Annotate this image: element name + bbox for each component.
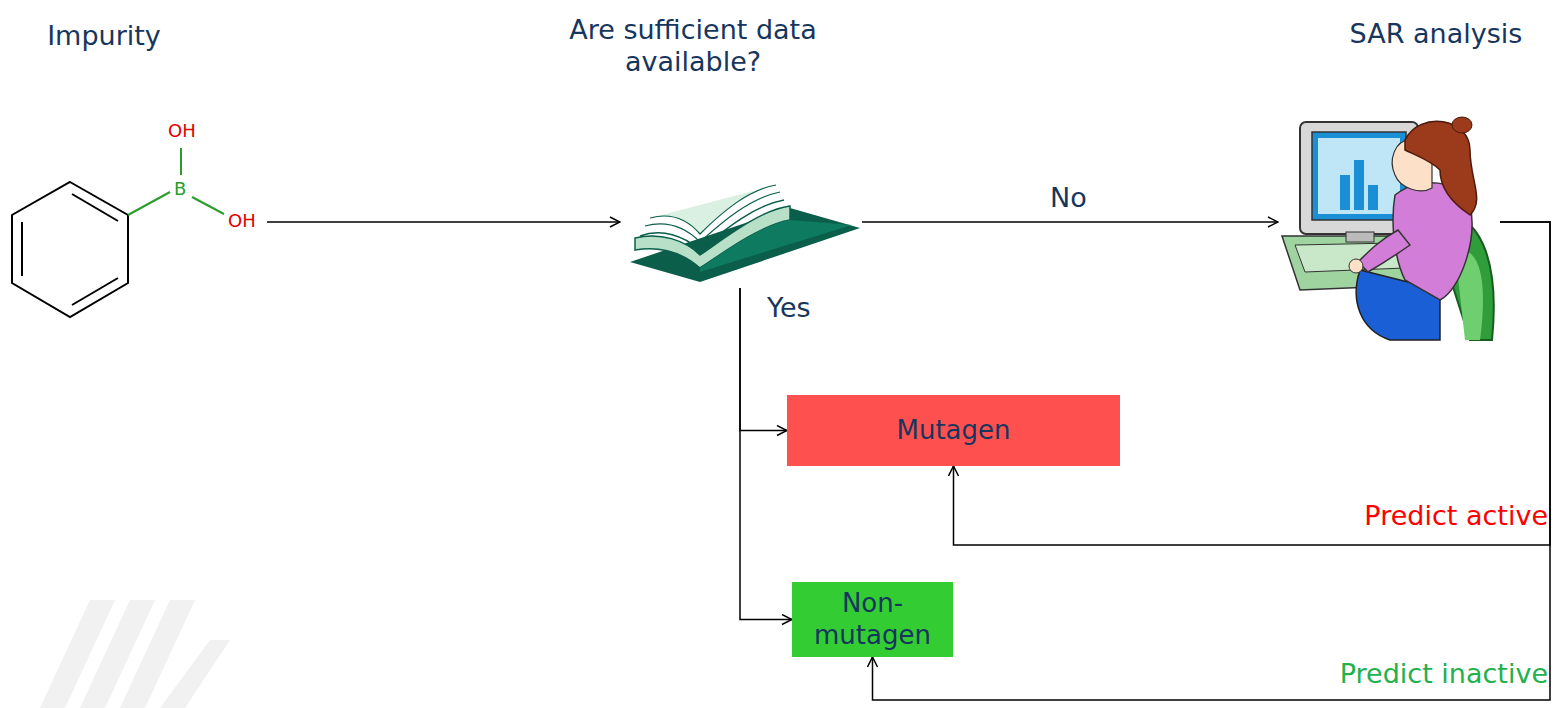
prediction-label: Predict inactive — [1340, 658, 1548, 690]
book-icon — [630, 185, 860, 282]
connector — [954, 222, 1551, 545]
boron-bonds — [128, 148, 224, 215]
step-heading: Are sufficient data available? — [562, 14, 824, 79]
connector — [862, 221, 1278, 223]
step-heading: SAR analysis — [1316, 18, 1556, 50]
connector — [740, 288, 792, 620]
box-text: Mutagen — [896, 415, 1010, 446]
edge-label: No — [1050, 182, 1087, 214]
non-mutagen-box: Non-mutagen — [792, 582, 953, 657]
edge-label: Yes — [767, 292, 811, 324]
watermark-shape — [40, 600, 230, 708]
mutagen-box: Mutagen — [787, 395, 1120, 466]
atom-label: OH — [168, 122, 196, 140]
illustrated-step: Impurity — [5, 175, 267, 325]
atom-label: B — [174, 180, 186, 198]
atom-label: OH — [228, 212, 256, 230]
computer-person-icon — [1282, 117, 1494, 340]
connector — [267, 221, 620, 223]
box-text: Non-mutagen — [800, 588, 945, 650]
illustrated-step: SAR analysis — [1278, 118, 1500, 343]
benzene-ring — [12, 182, 128, 317]
prediction-label: Predict active — [1364, 500, 1548, 532]
illustrated-step: Are sufficient data available? — [620, 178, 862, 288]
step-heading: Impurity — [4, 20, 204, 52]
